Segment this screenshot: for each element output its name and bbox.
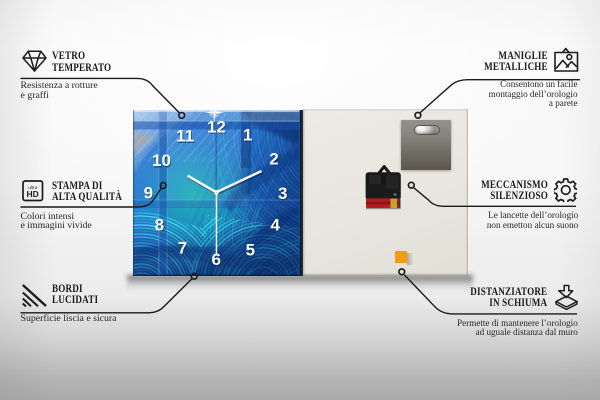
svg-text:8: 8: [155, 217, 164, 236]
svg-text:11: 11: [176, 127, 194, 146]
svg-text:5: 5: [246, 241, 255, 260]
svg-text:5: 5: [246, 242, 255, 261]
svg-text:1: 1: [244, 126, 253, 145]
svg-text:6: 6: [211, 250, 220, 269]
svg-text:3: 3: [279, 185, 288, 204]
svg-text:2: 2: [269, 150, 278, 169]
svg-text:1: 1: [243, 125, 252, 144]
svg-text:12: 12: [207, 118, 226, 137]
svg-text:2: 2: [270, 151, 279, 170]
svg-text:11: 11: [177, 128, 195, 147]
svg-text:9: 9: [144, 184, 153, 203]
svg-text:10: 10: [153, 152, 172, 171]
svg-text:4: 4: [271, 217, 281, 236]
svg-text:7: 7: [179, 239, 188, 258]
svg-text:8: 8: [155, 216, 164, 235]
svg-text:12: 12: [208, 119, 227, 138]
svg-text:4: 4: [270, 216, 280, 235]
svg-text:3: 3: [278, 184, 287, 203]
svg-text:7: 7: [178, 238, 187, 257]
svg-text:6: 6: [212, 251, 221, 270]
svg-text:10: 10: [152, 151, 171, 170]
svg-text:HD: HD: [27, 189, 39, 199]
svg-text:9: 9: [145, 185, 154, 204]
svg-text:ultra: ultra: [29, 185, 38, 190]
